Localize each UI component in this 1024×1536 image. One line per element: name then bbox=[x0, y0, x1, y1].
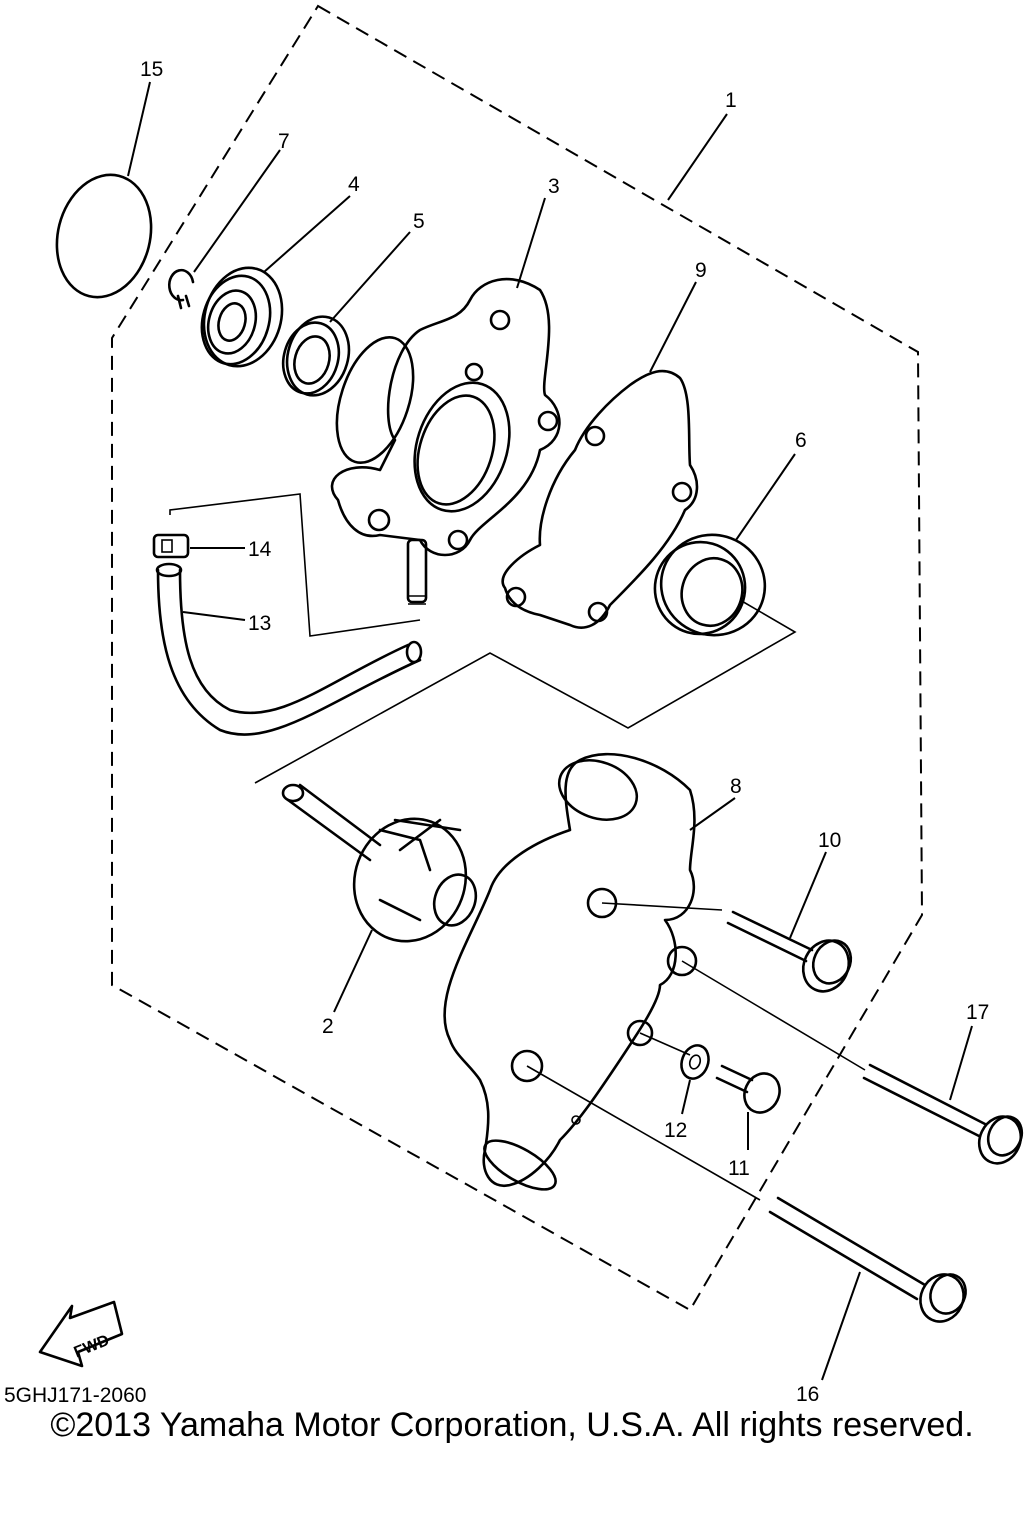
part-14-hose-clamp bbox=[152, 533, 190, 559]
copyright-notice: ©2013 Yamaha Motor Corporation, U.S.A. A… bbox=[50, 1406, 974, 1444]
callout-5: 5 bbox=[413, 210, 425, 233]
assembly-boundary bbox=[111, 4, 924, 1312]
part-17-bolt bbox=[862, 1063, 1024, 1165]
part-6-oil-seal bbox=[653, 533, 767, 637]
callout-13: 13 bbox=[248, 612, 271, 635]
callout-14: 14 bbox=[248, 538, 272, 561]
part-2-impeller-shaft bbox=[281, 783, 478, 943]
callout-8: 8 bbox=[730, 775, 742, 798]
part-13-hose bbox=[155, 562, 423, 736]
hose-connection-line bbox=[169, 493, 421, 637]
part-8-pump-housing bbox=[443, 752, 698, 1191]
part-15-o-ring bbox=[55, 173, 153, 299]
callout-6: 6 bbox=[795, 429, 807, 452]
part-4-bearing bbox=[200, 266, 284, 368]
bolt-guide-lines bbox=[526, 902, 866, 1201]
part-11-bolt bbox=[715, 1064, 781, 1114]
callout-4: 4 bbox=[348, 173, 360, 196]
part-12-washer bbox=[680, 1044, 710, 1080]
part-3-housing-cover bbox=[330, 277, 561, 605]
part-10-bolt bbox=[726, 910, 853, 993]
part-5-oil-seal bbox=[281, 315, 351, 397]
shaft-guide-line bbox=[254, 599, 797, 784]
drawing-code: 5GHJ171-2060 bbox=[4, 1384, 147, 1407]
part-7-circlip bbox=[167, 268, 195, 310]
callout-17: 17 bbox=[966, 1001, 989, 1024]
callout-15: 15 bbox=[140, 58, 163, 81]
part-9-gasket bbox=[501, 369, 699, 629]
callout-9: 9 bbox=[695, 259, 707, 282]
leader-lines bbox=[127, 81, 973, 1381]
callout-3: 3 bbox=[548, 175, 560, 198]
callout-10: 10 bbox=[818, 829, 841, 852]
callout-12: 12 bbox=[664, 1119, 687, 1142]
callout-labels: 15 1 7 4 3 5 9 6 14 13 8 10 2 17 12 11 1… bbox=[140, 58, 989, 1406]
callout-7: 7 bbox=[278, 130, 290, 153]
part-16-bolt bbox=[768, 1196, 967, 1323]
fwd-arrow-icon: FWD bbox=[38, 1300, 124, 1368]
callout-1: 1 bbox=[725, 89, 737, 112]
callout-16: 16 bbox=[796, 1383, 819, 1406]
callout-2: 2 bbox=[322, 1015, 334, 1038]
fwd-label: FWD bbox=[72, 1332, 112, 1361]
callout-11: 11 bbox=[728, 1157, 750, 1180]
